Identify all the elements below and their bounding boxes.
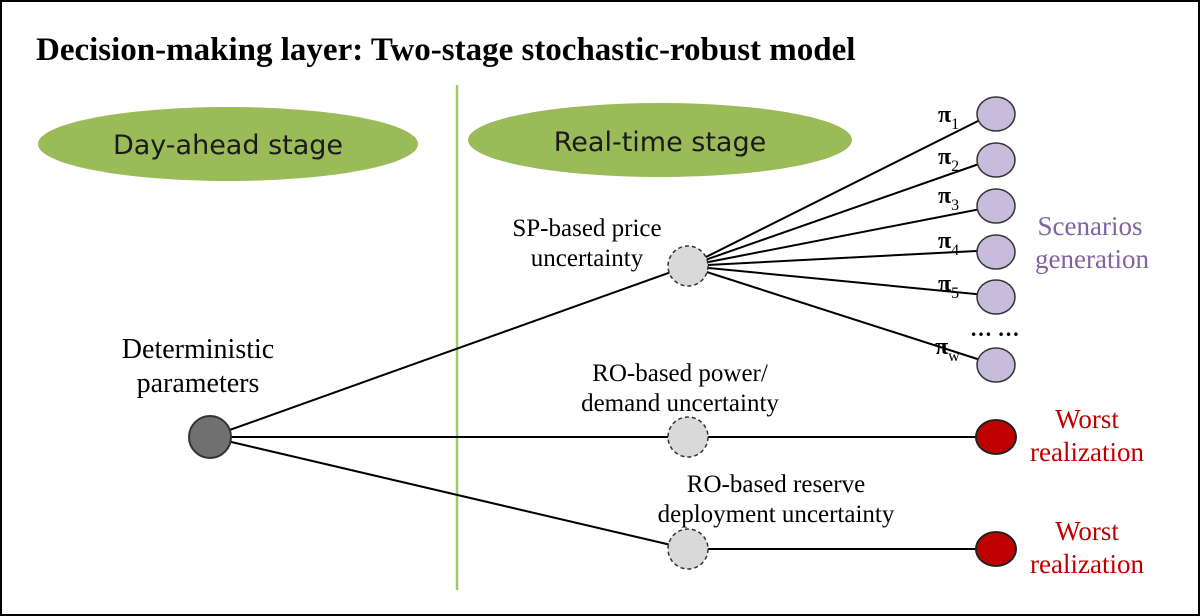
edge-sp-scenario-2 (687, 157, 997, 267)
edge-sp-scenario-w (687, 265, 997, 366)
pi-symbol-1: π (938, 102, 951, 128)
day-ahead-stage-label: Day-ahead stage (113, 130, 343, 161)
ro-reserve-uncertainty-node (667, 528, 709, 570)
pi-label-w: πw (935, 334, 960, 365)
scenario-node-3 (976, 188, 1016, 224)
pi-subscript-1: 1 (951, 116, 959, 133)
pi-label-4: π4 (938, 228, 959, 259)
scenario-node-1 (976, 96, 1016, 132)
sp-label-line2: uncertainty (531, 245, 644, 272)
day-ahead-stage-ellipse (38, 107, 418, 181)
root-label-line2: parameters (137, 368, 260, 399)
edge-root-sp (209, 265, 689, 438)
pi-subscript-5: 5 (951, 285, 959, 302)
scenario-ellipsis: … … (970, 316, 1020, 341)
sp-label-line1: SP-based price (512, 215, 661, 242)
pi-subscript-w: w (948, 348, 960, 365)
scenario-node-w (976, 347, 1016, 383)
edge-sp-scenario-1 (687, 111, 997, 267)
worst-node-reserve (975, 531, 1017, 567)
ro-power-uncertainty-node (667, 416, 709, 458)
ro-reserve-label-line2: deployment uncertainty (658, 501, 895, 528)
worst-power-line1: Worst (1055, 404, 1119, 434)
pi-label-5: π5 (938, 271, 959, 302)
worst-reserve-line1: Worst (1055, 516, 1119, 546)
pi-subscript-2: 2 (951, 158, 959, 175)
sp-uncertainty-node (667, 245, 709, 287)
pi-label-2: π2 (938, 144, 959, 175)
scenarios-label-line2: generation (1035, 244, 1149, 274)
scenario-node-4 (976, 234, 1016, 270)
pi-subscript-4: 4 (951, 242, 959, 259)
edge-sp-scenario-5 (687, 265, 997, 297)
root-node (188, 415, 232, 459)
pi-symbol-3: π (938, 183, 951, 209)
pi-subscript-3: 3 (951, 197, 959, 214)
pi-symbol-2: π (938, 144, 951, 170)
ro-power-label-line1: RO-based power/ (592, 360, 768, 387)
scenario-node-5 (976, 279, 1016, 315)
tree-edges (209, 111, 997, 550)
worst-node-power (975, 419, 1017, 455)
real-time-stage-ellipse (468, 103, 852, 177)
worst-power-line2: realization (1030, 437, 1144, 467)
root-label-line1: Deterministic (122, 334, 274, 365)
real-time-stage-label: Real-time stage (554, 127, 766, 158)
edge-sp-scenario-3 (687, 205, 997, 267)
scenario-probabilities: π1 π2 π3 π4 π5 πw (935, 102, 960, 365)
pi-symbol-5: π (938, 271, 951, 297)
pi-symbol-4: π (938, 228, 951, 254)
edge-sp-scenario-4 (687, 249, 997, 267)
scenario-nodes (976, 96, 1016, 383)
day-ahead-stage-badge: Day-ahead stage (38, 107, 418, 181)
pi-symbol-w: π (935, 334, 948, 360)
pi-label-3: π3 (938, 183, 959, 214)
ro-reserve-label-line1: RO-based reserve (687, 471, 865, 498)
scenarios-label-line1: Scenarios (1038, 211, 1143, 241)
scenario-node-2 (976, 142, 1016, 178)
real-time-stage-badge: Real-time stage (468, 103, 852, 177)
diagram-title: Decision-making layer: Two-stage stochas… (36, 32, 855, 68)
ro-power-label-line2: demand uncertainty (581, 390, 779, 417)
worst-reserve-line2: realization (1030, 549, 1144, 579)
edge-root-ro-reserve (209, 436, 689, 550)
pi-label-1: π1 (938, 102, 959, 133)
